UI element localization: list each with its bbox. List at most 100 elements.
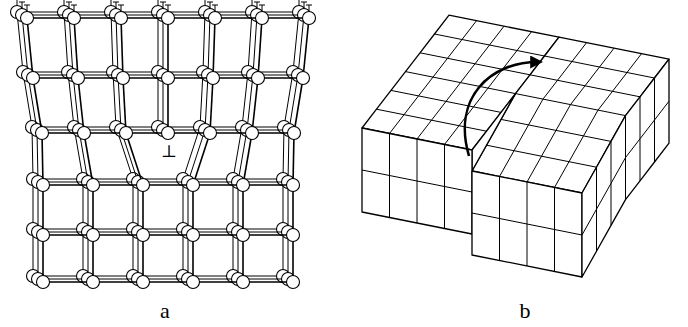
atom [120, 127, 133, 140]
lattice-tick [118, 5, 124, 12]
atomic-bond [142, 185, 144, 235]
cube-edge [417, 26, 504, 139]
atom [115, 12, 128, 25]
lattice-tick [24, 5, 30, 12]
panel-letter: b [520, 300, 531, 322]
cube-edge [654, 78, 655, 162]
atom [187, 276, 200, 289]
atom [288, 127, 301, 140]
atomic-bond [293, 12, 299, 72]
atomic-bond [126, 133, 143, 185]
atom [252, 72, 265, 85]
atom [137, 229, 150, 242]
front-face [472, 171, 582, 277]
atomic-bond [43, 281, 93, 283]
burgers-arrow [465, 62, 538, 156]
atom [21, 12, 34, 25]
atomic-bond [252, 78, 258, 133]
atom [72, 72, 85, 85]
atomic-bond [253, 15, 257, 75]
cube-edge [390, 21, 477, 134]
lattice-tick [306, 5, 312, 12]
atom [37, 276, 50, 289]
atomic-bond [258, 18, 262, 78]
atom [137, 276, 150, 289]
atomic-bond [74, 17, 121, 19]
atomic-bond [208, 15, 210, 75]
cube-edge [500, 43, 587, 177]
atomic-bond [143, 281, 193, 283]
atomic-bond [243, 281, 293, 283]
atomic-bond [93, 281, 143, 283]
atomic-bond [247, 75, 253, 130]
atom [187, 229, 200, 242]
atomic-bond [167, 18, 169, 78]
atomic-bond [93, 184, 143, 186]
atomic-bond [143, 184, 193, 186]
cube-edge [499, 177, 500, 261]
atom [87, 276, 100, 289]
screw-dislocation-block [362, 15, 669, 277]
atomic-bond [303, 18, 309, 78]
step-face [472, 94, 516, 171]
atomic-bond [42, 185, 44, 235]
atomic-bond [233, 127, 242, 179]
lattice-layer [16, 2, 311, 286]
atomic-bond [93, 234, 143, 236]
atomic-bond [248, 12, 252, 72]
atom [204, 127, 217, 140]
atomic-bond [215, 17, 262, 19]
cube-edge [596, 167, 597, 251]
atomic-bond [243, 234, 293, 236]
lattice-tick [165, 5, 171, 12]
atomic-bond [78, 78, 84, 133]
atom [137, 179, 150, 192]
atomic-bond [192, 185, 194, 235]
atom [87, 179, 100, 192]
atomic-bond [123, 78, 126, 133]
atomic-bond [121, 17, 168, 19]
lattice-tick [71, 5, 77, 12]
lattice-layer [21, 5, 316, 289]
atomic-bond [203, 12, 205, 72]
atomic-bond [193, 133, 210, 185]
atomic-bond [292, 185, 294, 235]
lattice-tick [259, 5, 265, 12]
atomic-bond [294, 78, 303, 133]
atomic-bond [243, 133, 252, 185]
atom [27, 72, 40, 85]
atomic-bond [27, 18, 33, 78]
atomic-bond [33, 78, 42, 133]
atom [78, 127, 91, 140]
atom [162, 12, 175, 25]
atom [297, 72, 310, 85]
atomic-bond [42, 133, 43, 185]
atom [207, 72, 220, 85]
atomic-bond [205, 75, 208, 130]
cube-edge [444, 145, 445, 229]
atom [68, 12, 81, 25]
atom [209, 12, 222, 25]
cube-edge [554, 188, 555, 272]
atomic-bond [293, 133, 294, 185]
atomic-bond [242, 72, 248, 127]
dislocation-symbol: ⊥ [161, 143, 177, 160]
atom [237, 276, 250, 289]
cube-edge [389, 134, 390, 218]
edge-dislocation-lattice [11, 0, 316, 289]
atomic-bond [167, 78, 169, 133]
atom [246, 127, 259, 140]
atom [287, 276, 300, 289]
atomic-bond [193, 184, 243, 186]
atomic-bond [163, 15, 164, 75]
front-face [362, 128, 472, 234]
atomic-bond [121, 18, 123, 78]
lattice-tick [212, 5, 218, 12]
cube-edge [417, 139, 418, 223]
atomic-bond [168, 17, 215, 19]
atomic-bond [284, 72, 293, 127]
atom [162, 72, 175, 85]
atomic-bond [84, 133, 93, 185]
